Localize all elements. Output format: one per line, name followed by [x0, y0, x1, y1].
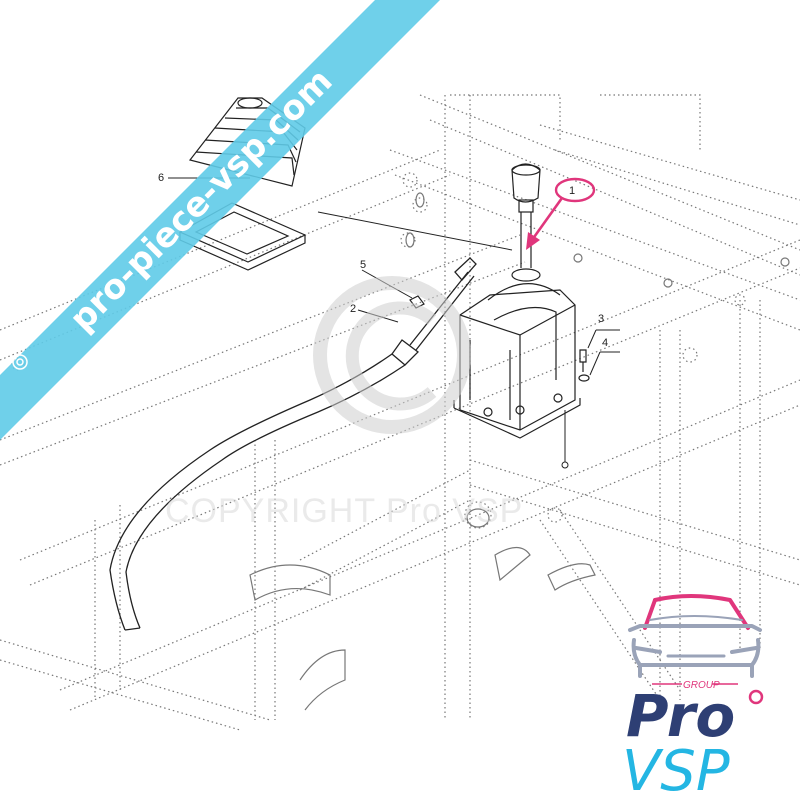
banner-text: pro-piece-vsp.com: [62, 61, 340, 339]
callout-5: 5: [360, 259, 366, 271]
leader-end: [561, 461, 569, 469]
logo-dot-icon: [748, 689, 764, 705]
frame-details: [249, 192, 790, 711]
callout-2: 2: [350, 303, 356, 315]
car-icon: [628, 594, 762, 678]
provsp-logo: GROUP Pro VSP: [622, 594, 764, 800]
copyright-text: COPYRIGHT Pro VSP: [165, 492, 523, 530]
logo-pro-text: Pro: [626, 682, 735, 750]
bolt-and-washer: [578, 349, 590, 382]
callout-4: 4: [602, 337, 608, 349]
gear-shifter: [453, 163, 581, 439]
logo-vsp-text: VSP: [622, 739, 730, 800]
copyright-watermark: COPYRIGHT Pro VSP: [165, 276, 523, 530]
chassis-frame: [0, 94, 800, 731]
callout-6: 6: [158, 172, 164, 184]
highlight-callout-1: 1: [526, 177, 596, 250]
callout-1: 1: [569, 185, 575, 197]
logo-group-text: GROUP: [683, 680, 720, 691]
url-banner: pro-piece-vsp.com: [0, 0, 440, 440]
leader-lines: [168, 177, 620, 462]
callout-3: 3: [598, 313, 604, 325]
